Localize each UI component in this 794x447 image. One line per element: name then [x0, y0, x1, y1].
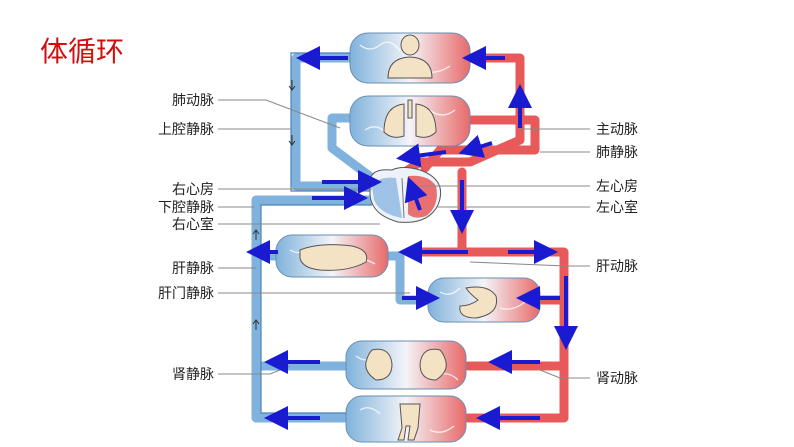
- label-renal-vein: 肾静脉: [172, 367, 214, 383]
- pulmonary-vein-red: [420, 115, 540, 173]
- label-right-ventricle: 右心室: [172, 216, 214, 233]
- aorta-horizontal: [457, 247, 569, 423]
- label-hepatic-portal-vein: 肝门静脉: [158, 286, 214, 302]
- lungs-icon: [383, 99, 437, 138]
- label-aorta: 主动脉: [596, 122, 638, 138]
- heart-icon: [369, 167, 442, 223]
- arrow-ra-rv: [404, 176, 428, 211]
- label-right-atrium: 右心房: [172, 182, 214, 198]
- label-hepatic-artery: 肝动脉: [596, 259, 638, 275]
- liver-icon: [299, 244, 368, 271]
- capillary-beds: [275, 32, 541, 443]
- kidney-capillary-bed: [345, 340, 467, 390]
- head-upper-body-icon: [387, 34, 433, 79]
- page-title: 体循环: [40, 35, 125, 68]
- flow-arrows: [246, 46, 578, 430]
- arrow-aorta-left: [458, 134, 493, 158]
- labels-right: 主动脉 肺静脉 左心房 左心室 肝动脉 肾动脉: [596, 122, 638, 387]
- label-pulmonary-vein: 肺静脉: [596, 145, 638, 161]
- lung-to-pulm-artery: [327, 113, 377, 183]
- label-hepatic-vein: 肝静脉: [172, 261, 214, 277]
- label-superior-vena-cava: 上腔静脉: [158, 122, 214, 138]
- kidneys-icon: [365, 348, 447, 381]
- arrow-aorta-to-lv: [396, 143, 447, 168]
- lower-limbs-icon: [397, 403, 421, 441]
- label-left-atrium: 左心房: [596, 179, 638, 195]
- label-renal-artery: 肾动脉: [596, 371, 638, 387]
- label-inferior-vena-cava: 下腔静脉: [158, 200, 214, 216]
- leader-lines: [218, 99, 590, 379]
- label-pulmonary-artery: 肺动脉: [172, 93, 214, 109]
- stomach-icon: [459, 286, 498, 319]
- label-left-ventricle: 左心室: [596, 199, 638, 216]
- labels-left: 肺动脉 上腔静脉 右心房 下腔静脉 右心室 肝静脉 肝门静脉 肾静脉: [158, 93, 214, 383]
